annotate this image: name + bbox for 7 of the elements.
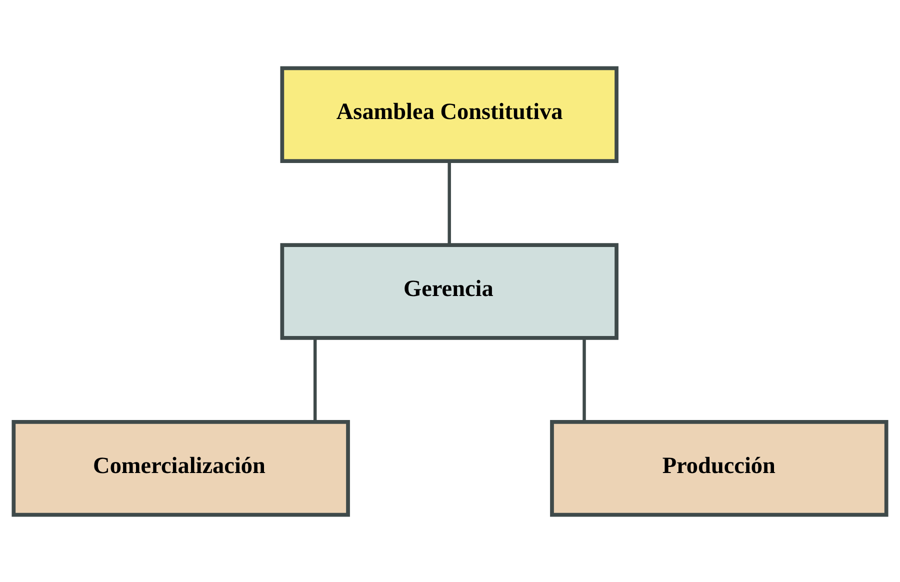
connector <box>448 161 451 244</box>
connector <box>582 338 586 422</box>
node-box: Producción <box>550 419 888 516</box>
connector <box>313 338 317 422</box>
node-box: Gerencia <box>280 242 618 340</box>
node-box: Asamblea Constitutiva <box>280 66 618 163</box>
node-box: Comercialización <box>12 419 350 516</box>
